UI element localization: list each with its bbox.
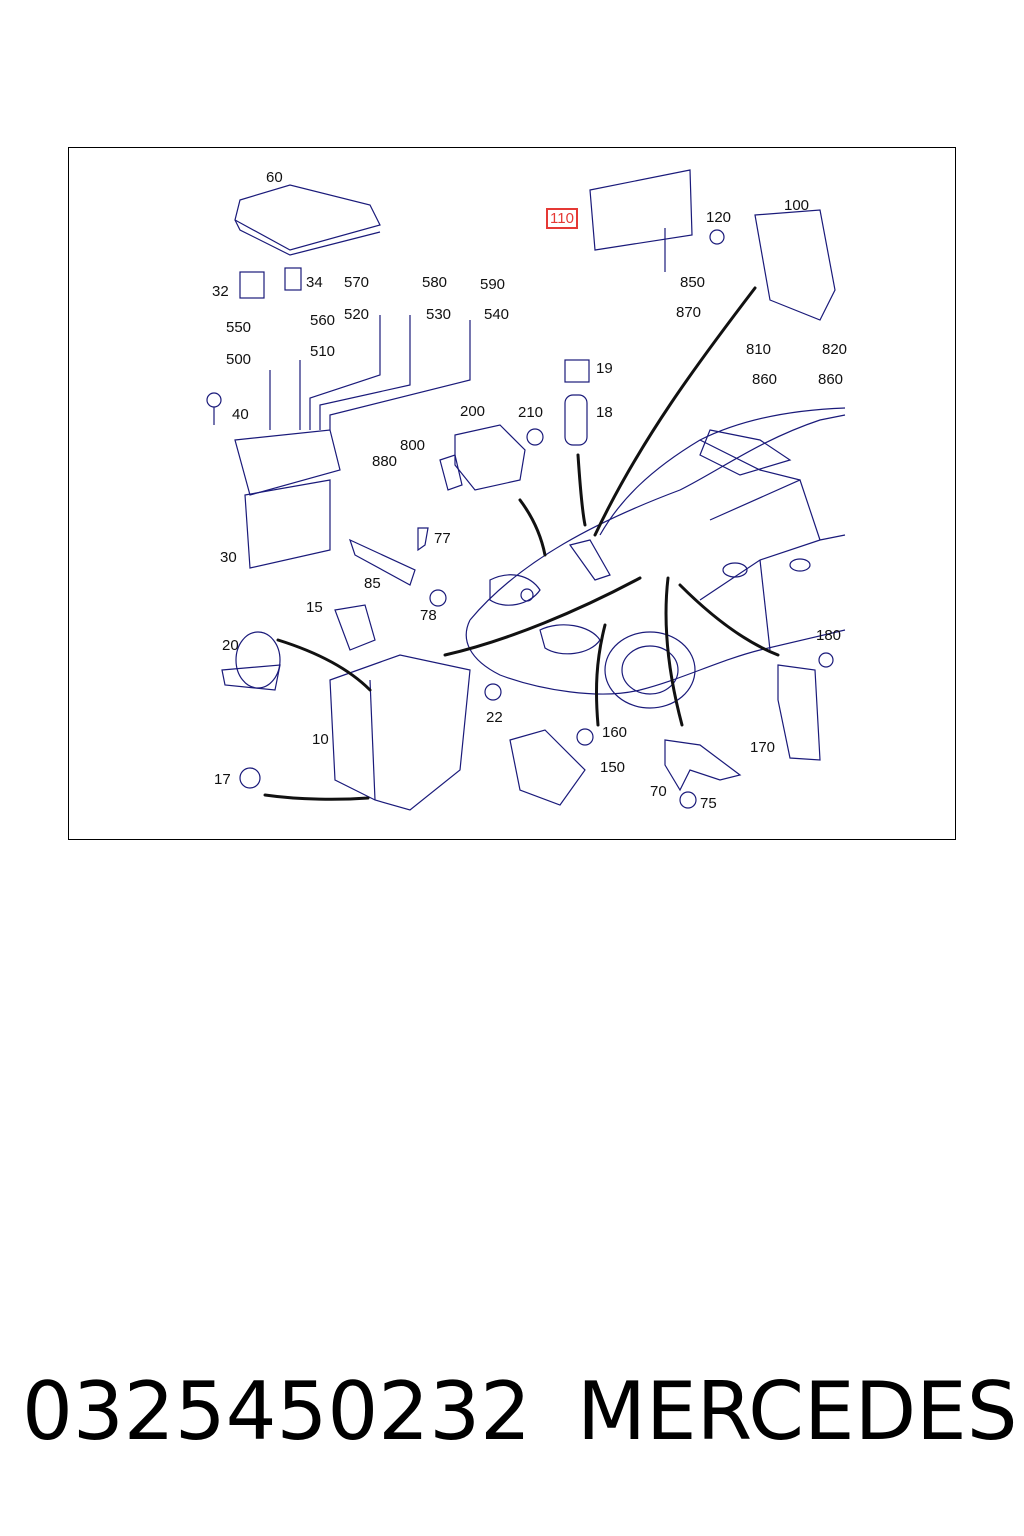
callout-860b: 860 xyxy=(818,371,844,388)
arrow-18 xyxy=(576,453,587,527)
module-170 xyxy=(777,664,821,761)
callout-15: 15 xyxy=(306,599,323,616)
callout-860: 860 xyxy=(752,371,778,388)
callout-34: 34 xyxy=(306,274,323,291)
callout-880: 880 xyxy=(372,453,398,470)
callout-85: 85 xyxy=(364,575,381,592)
footer: 0325450232 MERCEDES xyxy=(22,1365,1018,1462)
control-unit-100 xyxy=(754,209,836,321)
callout-120: 120 xyxy=(706,209,732,226)
arrow-170 xyxy=(678,583,780,657)
callout-20: 20 xyxy=(222,637,239,654)
brand-name: MERCEDES xyxy=(577,1365,1018,1458)
bracket-70 xyxy=(664,739,742,792)
callout-75: 75 xyxy=(700,795,717,812)
car-outline xyxy=(465,407,846,709)
callout-10: 10 xyxy=(312,731,329,748)
callout-40: 40 xyxy=(232,406,249,423)
arrow-200 xyxy=(518,498,547,557)
callout-17: 17 xyxy=(214,771,231,788)
diagram-frame xyxy=(68,147,956,840)
callout-540: 540 xyxy=(484,306,510,323)
callout-850: 850 xyxy=(680,274,706,291)
arrow-160 xyxy=(595,623,607,727)
callout-210: 210 xyxy=(518,404,544,421)
callout-550: 550 xyxy=(226,319,252,336)
fuse-box-30 xyxy=(234,360,341,569)
callout-170: 170 xyxy=(750,739,776,756)
pump-20 xyxy=(221,631,281,691)
callout-530: 530 xyxy=(426,306,452,323)
part-number: 0325450232 xyxy=(22,1365,531,1458)
arrow-10 xyxy=(443,576,642,657)
arrow-17 xyxy=(263,793,370,801)
control-unit-110 xyxy=(589,169,693,272)
relay-200 xyxy=(439,424,526,491)
battery-box-10 xyxy=(329,654,471,811)
bracket-150 xyxy=(509,729,586,806)
callout-810: 810 xyxy=(746,341,772,358)
callout-870: 870 xyxy=(676,304,702,321)
callout-590: 590 xyxy=(480,276,506,293)
callout-560: 560 xyxy=(310,312,336,329)
small-parts xyxy=(206,229,834,809)
callout-800: 800 xyxy=(400,437,426,454)
callout-160: 160 xyxy=(602,724,628,741)
callout-180: 180 xyxy=(816,627,842,644)
callout-22: 22 xyxy=(486,709,503,726)
callout-100: 100 xyxy=(784,197,810,214)
callout-510: 510 xyxy=(310,343,336,360)
arrow-20 xyxy=(276,638,372,692)
callout-500: 500 xyxy=(226,351,252,368)
callout-820: 820 xyxy=(822,341,848,358)
callout-570: 570 xyxy=(344,274,370,291)
callout-19: 19 xyxy=(596,360,613,377)
callout-78: 78 xyxy=(420,607,437,624)
arrow-100 xyxy=(593,286,757,537)
fuse-box-cover-60 xyxy=(234,184,381,256)
callout-520: 520 xyxy=(344,306,370,323)
callout-18: 18 xyxy=(596,404,613,421)
callout-200: 200 xyxy=(460,403,486,420)
callout-32: 32 xyxy=(212,283,229,300)
callout-580: 580 xyxy=(422,274,448,291)
arrow-70 xyxy=(664,576,684,727)
callout-77: 77 xyxy=(434,530,451,547)
callout-150: 150 xyxy=(600,759,626,776)
callout-70: 70 xyxy=(650,783,667,800)
callout-110-highlighted[interactable]: 110 xyxy=(546,208,578,229)
callout-30: 30 xyxy=(220,549,237,566)
callout-60: 60 xyxy=(266,169,283,186)
